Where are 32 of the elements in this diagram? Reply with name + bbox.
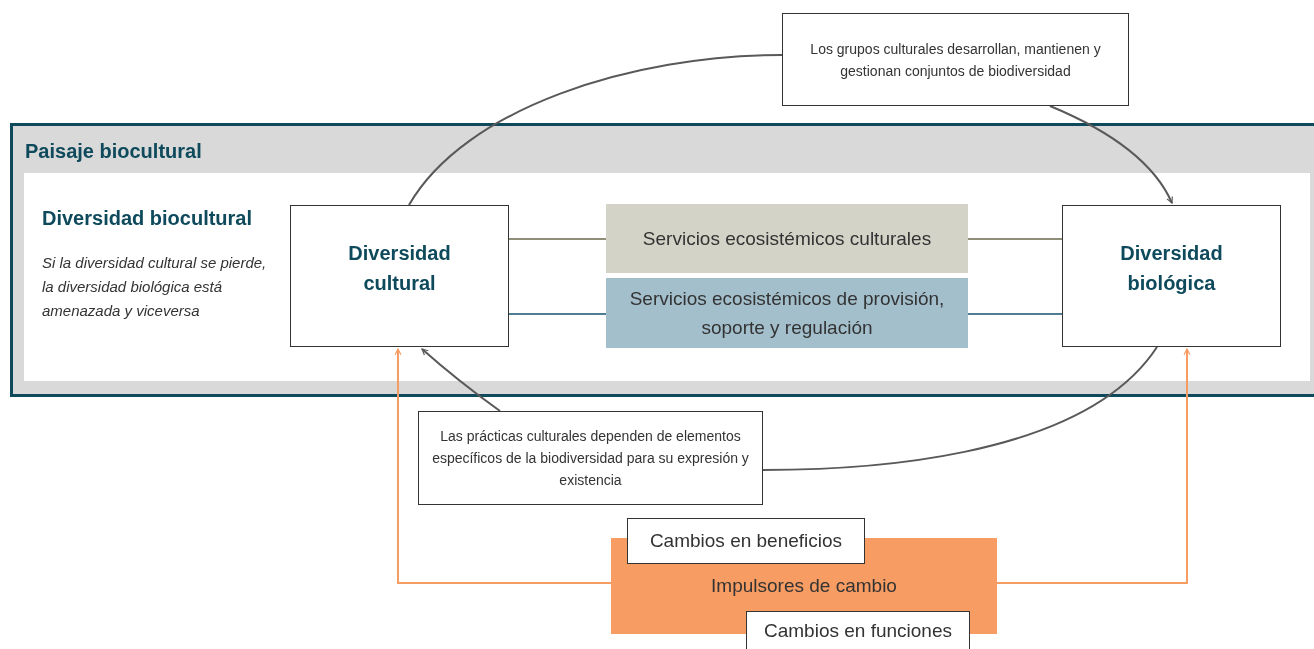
arrow bbox=[394, 348, 612, 584]
change-tag-box bbox=[627, 518, 865, 564]
connector-line bbox=[508, 313, 607, 315]
connector-line bbox=[508, 238, 607, 240]
node-label: Cambios en funciones bbox=[764, 619, 952, 643]
band-title: Paisaje biocultural bbox=[25, 140, 202, 163]
node-label: Servicios ecosistémicos culturales bbox=[641, 227, 933, 251]
note-box bbox=[782, 13, 1129, 106]
landscape-band bbox=[10, 123, 1314, 397]
provisioning-services-box bbox=[606, 278, 968, 348]
diversity-box bbox=[290, 205, 509, 347]
arrow bbox=[1049, 105, 1173, 204]
change-tag-box bbox=[746, 611, 970, 649]
note-box bbox=[418, 411, 763, 505]
node-label: Impulsores de cambio bbox=[711, 574, 897, 598]
note-text: Los grupos culturales desarrollan, mantienen y gestionan conjuntos de biodiversidad bbox=[809, 39, 1102, 81]
node-label: Diversidad cultural bbox=[347, 241, 452, 296]
node-label: Diversidad biológica bbox=[1119, 241, 1224, 296]
connector-line bbox=[762, 346, 1158, 471]
connector-line bbox=[967, 313, 1063, 315]
panel-note: Si la diversidad cultural se pierde, la diversidad biológica está amenazada y viceversa bbox=[42, 253, 268, 321]
node-label: Cambios en beneficios bbox=[649, 529, 843, 553]
node-label: Servicios ecosistémicos de provisión, soporte y regulación bbox=[628, 287, 946, 340]
panel-heading: Diversidad biocultural bbox=[42, 207, 253, 230]
connector-line bbox=[967, 238, 1063, 240]
cultural-services-box bbox=[606, 204, 968, 273]
biocultural-panel bbox=[24, 173, 1310, 381]
diversity-box bbox=[1062, 205, 1281, 347]
arrow bbox=[996, 348, 1191, 584]
arrow bbox=[421, 348, 501, 412]
note-text: Las prácticas culturales dependen de elementos específicos de la biodiversidad para su expresión y existencia bbox=[431, 427, 750, 490]
connector-line bbox=[408, 54, 783, 206]
